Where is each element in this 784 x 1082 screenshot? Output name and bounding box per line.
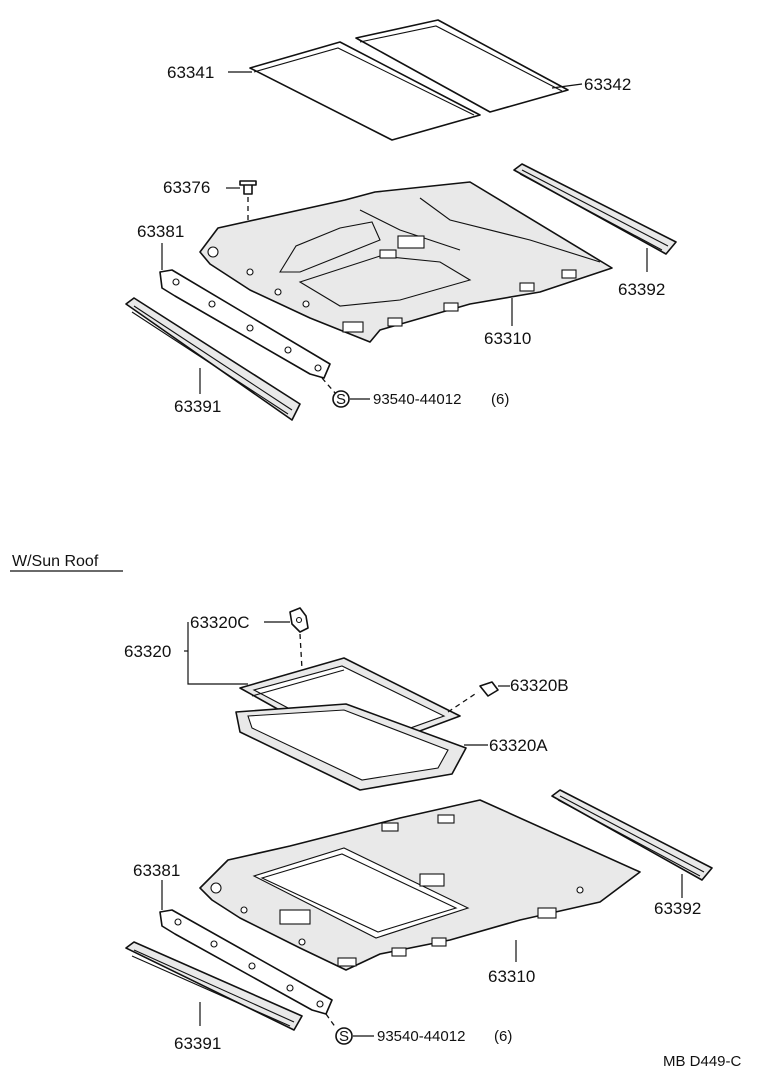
- clip-63376[interactable]: [239, 180, 257, 195]
- bracket-63320C[interactable]: [289, 607, 309, 633]
- sunroof-assembly: W/Sun Roof 63320C 63320 63320A: [10, 553, 713, 1053]
- screw-part-sunroof: 93540-44012: [377, 1028, 465, 1045]
- screw-symbol-sunroof: S: [339, 1028, 349, 1045]
- label-63320A: 63320A: [489, 736, 548, 755]
- label-63392-top: 63392: [618, 280, 665, 299]
- label-63320C: 63320C: [190, 613, 250, 632]
- strip-63381-sunroof[interactable]: [159, 909, 333, 1015]
- label-63320: 63320: [124, 642, 171, 661]
- section-title: W/Sun Roof: [12, 553, 99, 570]
- label-63391-top: 63391: [174, 397, 221, 416]
- cap-63320B[interactable]: [479, 681, 499, 697]
- screw-qty-sunroof: (6): [494, 1028, 512, 1045]
- label-63376: 63376: [163, 178, 210, 197]
- screw-symbol-top: S: [336, 391, 346, 408]
- top-assembly: 63341 63342 63376: [125, 19, 677, 421]
- strip-63381[interactable]: [159, 269, 331, 379]
- label-63342: 63342: [584, 75, 631, 94]
- seal-63320A[interactable]: [235, 703, 467, 791]
- rail-63392[interactable]: [513, 163, 677, 255]
- label-63310-sunroof: 63310: [488, 967, 535, 986]
- label-63381-sunroof: 63381: [133, 861, 180, 880]
- pad-63342[interactable]: [355, 19, 569, 113]
- drawing-code: MB D449-C: [663, 1053, 742, 1070]
- screw-symbol-icon: S: [335, 1027, 353, 1045]
- label-63320B: 63320B: [510, 676, 569, 695]
- screw-qty-top: (6): [491, 391, 509, 408]
- label-63391-sunroof: 63391: [174, 1034, 221, 1053]
- label-63381-top: 63381: [137, 222, 184, 241]
- rail-63391[interactable]: [125, 297, 301, 421]
- headliner-63310[interactable]: [199, 181, 613, 343]
- headliner-sunroof-63310[interactable]: [199, 799, 641, 971]
- label-63310: 63310: [484, 329, 531, 348]
- rail-63391-sunroof[interactable]: [125, 941, 303, 1031]
- screw-part-top: 93540-44012: [373, 391, 461, 408]
- rail-63392-sunroof[interactable]: [551, 789, 713, 881]
- screw-symbol-icon: S: [332, 390, 350, 408]
- label-63392-sunroof: 63392: [654, 899, 701, 918]
- pad-63341[interactable]: [249, 41, 481, 141]
- label-63341: 63341: [167, 63, 214, 82]
